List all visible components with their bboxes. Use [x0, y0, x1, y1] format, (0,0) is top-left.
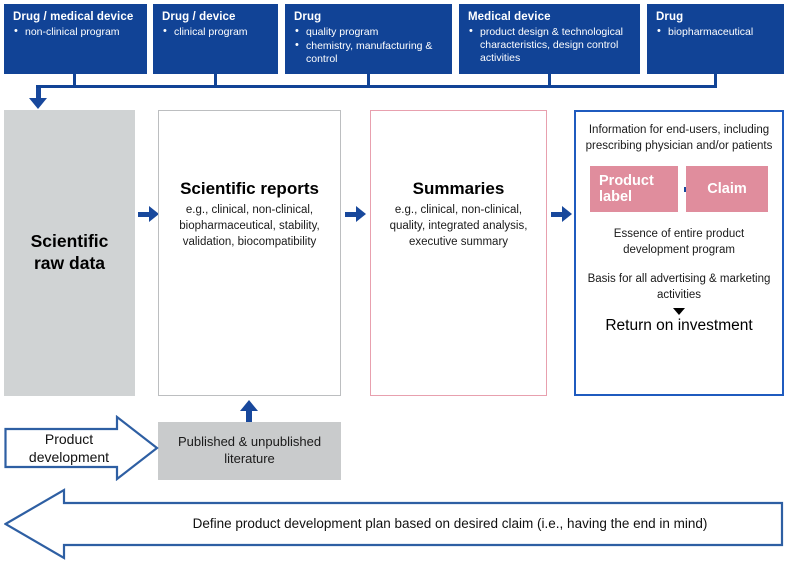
- program-box-list: non-clinical program: [13, 25, 140, 39]
- program-box-drug-medical-device: Drug / medical device non-clinical progr…: [4, 4, 147, 74]
- connector-down-arrow-shaft: [36, 85, 41, 99]
- program-box-drug-quality: Drug quality program chemistry, manufact…: [285, 4, 452, 74]
- program-box-title: Drug: [294, 11, 322, 23]
- program-box-item: quality program: [295, 25, 445, 39]
- connector-bus-left-leg: [36, 85, 76, 88]
- arrow-rawdata-to-reports: [138, 206, 159, 222]
- program-box-item: clinical program: [163, 25, 271, 39]
- connector-stub-3: [367, 74, 370, 87]
- arrow-summaries-to-panel: [551, 206, 572, 222]
- product-development-arrow: Product development: [4, 415, 159, 481]
- program-box-title: Drug: [656, 11, 684, 23]
- program-box-list: quality program chemistry, manufacturing…: [294, 25, 445, 66]
- arrow-literature-to-reports-head: [240, 400, 258, 411]
- connector-bus: [73, 85, 717, 88]
- panel-essence-text: Essence of entire product development pr…: [613, 228, 745, 257]
- summaries-subtitle: e.g., clinical, non-clinical, quality, i…: [389, 204, 528, 249]
- panel-intro-text: Information for end-users, including pre…: [585, 124, 773, 153]
- connector-stub-5: [714, 74, 717, 87]
- program-box-drug-biopharmaceutical: Drug biopharmaceutical: [647, 4, 784, 74]
- summaries-box: Summaries e.g., clinical, non-clinical, …: [370, 110, 547, 396]
- program-box-title: Medical device: [468, 11, 551, 23]
- connector-stub-1: [73, 74, 76, 87]
- define-plan-label: Define product development plan based on…: [192, 516, 708, 532]
- reports-title: Scientific reports: [180, 179, 319, 198]
- program-box-title: Drug / medical device: [13, 11, 134, 23]
- program-box-medical-device: Medical device product design & technolo…: [459, 4, 640, 74]
- program-box-item: product design & technological character…: [469, 25, 633, 65]
- connector-down-arrow-head: [29, 98, 47, 109]
- literature-box: Published & unpublished literature: [158, 422, 341, 480]
- program-box-drug-device: Drug / device clinical program: [153, 4, 278, 74]
- program-box-item: biopharmaceutical: [657, 25, 777, 39]
- program-box-list: clinical program: [162, 25, 271, 39]
- raw-data-title: Scientific raw data: [30, 231, 109, 273]
- arrow-literature-to-reports-shaft: [246, 410, 252, 422]
- arrow-reports-to-summaries: [345, 206, 366, 222]
- program-box-title: Drug / device: [162, 11, 236, 23]
- return-on-investment-text: Return on investment: [605, 316, 753, 334]
- connector-stub-4: [548, 74, 551, 87]
- panel-basis-text: Basis for all advertising & marketing ac…: [587, 273, 771, 302]
- summaries-title: Summaries: [412, 179, 505, 198]
- program-box-item: chemistry, manufacturing & control: [295, 39, 445, 66]
- scientific-raw-data-box: Scientific raw data: [4, 110, 135, 396]
- program-box-list: biopharmaceutical: [656, 25, 777, 39]
- scientific-reports-box: Scientific reports e.g., clinical, non-c…: [158, 110, 341, 396]
- program-box-item: non-clinical program: [14, 25, 140, 39]
- connector-stub-2: [214, 74, 217, 87]
- reports-subtitle: e.g., clinical, non-clinical, biopharmac…: [179, 204, 320, 249]
- block-arrow-right-shape: [4, 415, 159, 481]
- program-box-list: product design & technological character…: [468, 25, 633, 65]
- define-plan-arrow: Define product development plan based on…: [4, 488, 784, 560]
- label-claim-pair: Product label Claim: [588, 166, 770, 213]
- product-label-claim-panel: Information for end-users, including pre…: [574, 110, 784, 396]
- claim-box: Claim: [686, 166, 768, 213]
- product-label-box: Product label: [590, 166, 678, 213]
- product-development-label: Product development: [28, 430, 110, 465]
- block-arrow-left-shape: [4, 488, 784, 560]
- triangle-down-icon: [673, 307, 685, 315]
- literature-label: Published & unpublished literature: [177, 434, 322, 466]
